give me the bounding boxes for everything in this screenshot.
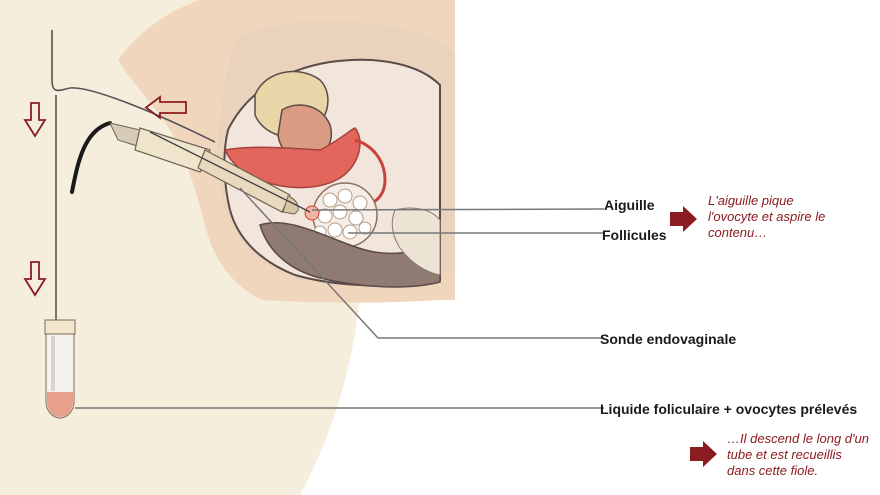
label-aiguille: Aiguille	[604, 197, 655, 213]
aspiration-tube	[51, 30, 216, 143]
leader-lines	[75, 187, 605, 409]
solid-arrow-icon	[690, 441, 717, 467]
solid-arrow-icon	[670, 206, 697, 232]
punctured-follicle	[304, 205, 320, 221]
label-sonde: Sonde endovaginale	[600, 331, 737, 347]
note-line: l'ovocyte et aspire le	[708, 209, 826, 224]
note-line: dans cette fiole.	[727, 463, 819, 478]
label-liquide: Liquide foliculaire + ovocytes prélevés	[600, 401, 858, 417]
note-needle: L'aiguille pique l'ovocyte et aspire le …	[708, 193, 825, 241]
needle	[149, 131, 311, 213]
bowel	[259, 221, 441, 288]
note-line: …Il descend le long d'un	[727, 431, 869, 446]
note-vial: …Il descend le long d'un tube et est rec…	[727, 431, 869, 479]
outline-arrow-icon	[23, 95, 187, 297]
note-line: L'aiguille pique	[708, 193, 794, 208]
note-line: tube et est recueillis	[727, 447, 842, 462]
collection-vial	[44, 319, 76, 419]
label-follicules: Follicules	[602, 227, 667, 243]
endovaginal-probe	[109, 122, 299, 215]
note-line: contenu…	[708, 225, 768, 240]
probe-cable	[70, 121, 112, 194]
